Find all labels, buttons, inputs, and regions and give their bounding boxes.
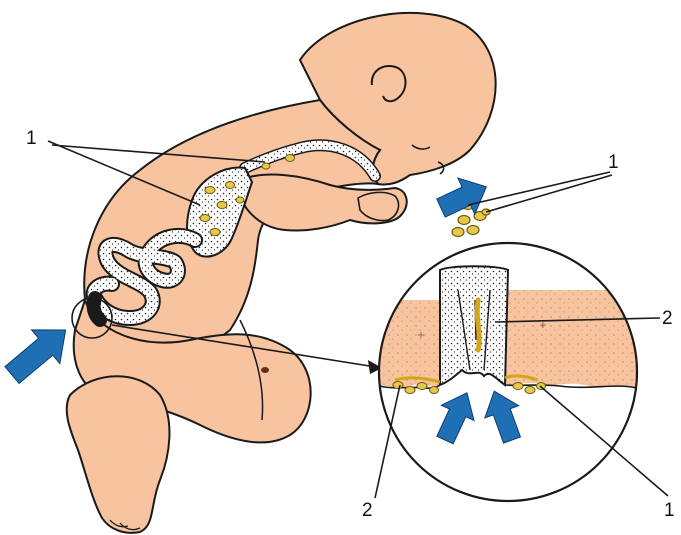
worm (477, 300, 479, 350)
navel (261, 367, 269, 373)
label-right-top: 1 (608, 152, 619, 173)
foot (67, 376, 170, 533)
inset-skin (379, 300, 440, 387)
label-inset-right-2: 2 (662, 308, 673, 329)
inset-magnification (379, 243, 637, 501)
label-inset-bottom-left-2: 2 (362, 500, 373, 521)
label-inset-bottom-right-1: 1 (664, 500, 675, 521)
arrow-to-rectum (0, 313, 80, 392)
label-left-top: 1 (26, 128, 37, 149)
anal-canal (440, 266, 508, 385)
rectum (94, 298, 100, 320)
